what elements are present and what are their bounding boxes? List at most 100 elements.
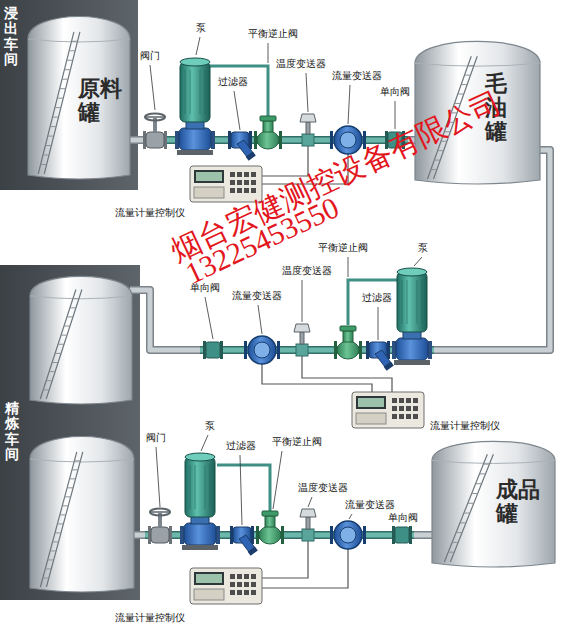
flow-transmitter [330, 521, 366, 549]
tank-ladder-rungs [43, 299, 79, 390]
check-valve [392, 526, 412, 544]
instrument-panel [194, 589, 224, 600]
instrument-key [230, 590, 235, 595]
controller-label: 流量计量控制仪 [115, 612, 187, 624]
gate-valve [143, 114, 167, 150]
instrument-key [413, 398, 418, 403]
label-anchor: 流量变送器 [332, 70, 382, 82]
label-anchor: 烟台宏健测控设备有限公司 [166, 85, 506, 267]
instrument-key [237, 180, 242, 185]
instrument-key [230, 582, 235, 587]
tank-ladder-rungs [41, 41, 78, 164]
instrument-display [196, 172, 222, 181]
storage-tank: 成品罐 [432, 440, 555, 568]
instrument-key [237, 582, 242, 587]
inst-drawing [190, 568, 262, 604]
filter [366, 341, 394, 371]
callout-label: 温度变送器 [282, 265, 332, 277]
tank-ladder-rungs [43, 461, 81, 578]
callout-label: 阀门 [146, 432, 166, 444]
label-anchor: 过滤器 [218, 76, 248, 88]
instrument-key [237, 188, 242, 193]
callout-label: 泵 [196, 22, 206, 34]
balance-check-valve [256, 511, 284, 544]
label-anchor: 流量变送器 [345, 499, 395, 511]
inst-drawing [352, 392, 424, 428]
band-drawing [0, 0, 138, 190]
filter [228, 131, 256, 161]
controller-label: 流量计量控制仪 [430, 420, 502, 432]
instrument-key [237, 172, 242, 177]
node-outline [190, 568, 262, 604]
instrument-key [230, 172, 235, 177]
leader-line [150, 37, 395, 130]
callout-label: 阀门 [140, 50, 160, 62]
instrument-key [244, 172, 249, 177]
temperature-transmitter [300, 114, 316, 146]
callout-label: 泵 [418, 242, 428, 254]
controller-label: 流量计量控制仪 [115, 207, 187, 219]
gate-valve [148, 509, 172, 545]
instrument-key [413, 414, 418, 419]
instrument-key [244, 582, 249, 587]
tank-dome-seam [30, 459, 134, 462]
instrument-panel [194, 187, 224, 198]
label-anchor: 单向阀 [190, 282, 220, 294]
instrument-key [406, 398, 411, 403]
callout-label: 过滤器 [218, 76, 248, 88]
flow-transmitter [244, 336, 280, 364]
callout-label: 单向阀 [190, 282, 220, 294]
storage-tank: 原料罐 [28, 15, 130, 180]
label-anchor: 泵 [196, 22, 206, 34]
instrument-key [251, 574, 256, 579]
label-anchor: 平衡逆止阀 [318, 242, 368, 254]
label-anchor: 平衡逆止阀 [272, 436, 322, 448]
workshop-band: 浸出车间原料罐 [0, 0, 138, 190]
check-valve [203, 341, 223, 359]
pump [180, 453, 220, 550]
tank-dome-seam [30, 296, 132, 299]
label-anchor: 温度变送器 [298, 482, 348, 494]
tank-ladder-rungs [448, 464, 489, 552]
signal-wire [262, 356, 392, 392]
tank-label: 成品罐 [496, 478, 540, 526]
pump [392, 268, 432, 365]
label-anchor: 单向阀 [380, 86, 410, 98]
instrument-panel [356, 413, 386, 424]
instrument-key [237, 590, 242, 595]
watermark: 烟台宏健测控设备有限公司 [166, 85, 506, 267]
label-anchor: 温度变送器 [282, 265, 332, 277]
instrument-key [392, 414, 397, 419]
tank-ladder-rail [40, 452, 82, 587]
instrument-key [251, 188, 256, 193]
instrument-key [413, 406, 418, 411]
instrument-display-frame [194, 572, 224, 585]
tank-dome-seam [415, 63, 540, 66]
instrument-key [251, 590, 256, 595]
workshop-label: 浸出车间 [4, 6, 18, 68]
workshop-label: 精炼车间 [5, 401, 19, 463]
instrument-key [230, 188, 235, 193]
instrument-key [392, 406, 397, 411]
instrument-key [237, 574, 242, 579]
instrument-key [251, 172, 256, 177]
label-anchor: 过滤器 [362, 292, 392, 304]
tank-dome-seam [28, 39, 130, 42]
instrument-key [251, 180, 256, 185]
instrument-key [399, 398, 404, 403]
tank-ladder-rail [38, 32, 80, 174]
tank-drawing [28, 17, 130, 180]
instrument-key [244, 574, 249, 579]
tank-illustration [30, 276, 132, 404]
flow-controller: 流量计量控制仪 [190, 568, 262, 604]
tank-drawing [432, 441, 555, 567]
signal-wire [262, 541, 348, 588]
instrument-case [190, 568, 262, 604]
band-ground [0, 265, 140, 600]
callout-label: 单向阀 [388, 512, 418, 524]
node-outline [352, 392, 424, 428]
balance-check-valve [254, 116, 282, 149]
leader-line [156, 435, 352, 525]
